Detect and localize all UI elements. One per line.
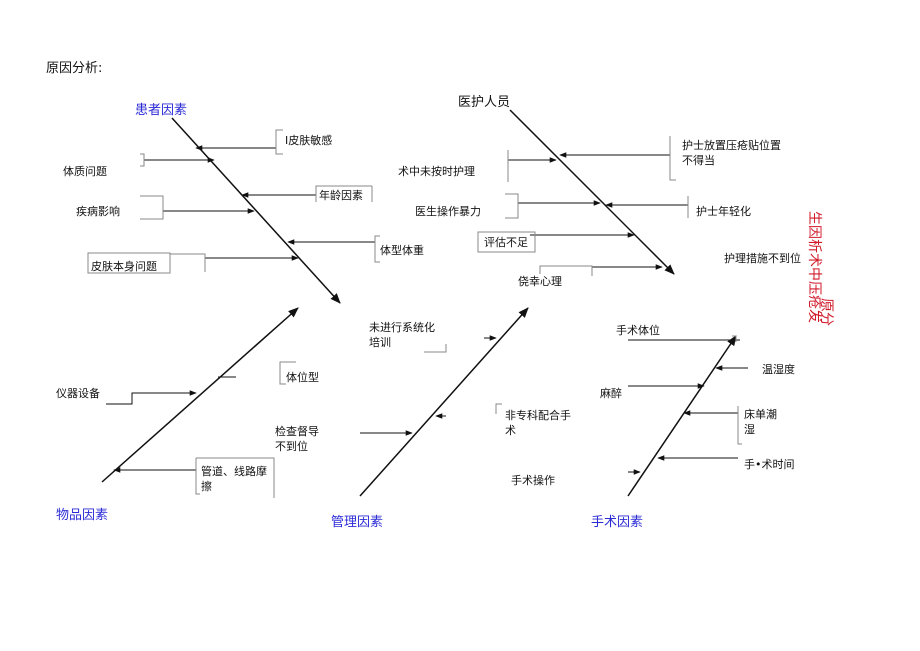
box-specialist — [495, 403, 502, 414]
category-nurse: 医护人员 — [458, 95, 511, 110]
box-tubing — [195, 457, 275, 498]
box-pad-position — [669, 136, 676, 181]
cause-body-weight: 体型体重 — [380, 244, 424, 257]
box-rough-operation — [505, 193, 519, 219]
cause-constitution: 体质问题 — [63, 165, 107, 178]
cause-bed-sheet: 床单潮湿 — [744, 408, 777, 436]
management-spine — [359, 307, 529, 497]
category-management: 管理因素 — [331, 515, 384, 530]
cause-skin-problem: 皮肤本身问题 — [91, 260, 157, 273]
box-skin-sensitive — [275, 129, 283, 155]
cause-equipment: 仪器设备 — [56, 387, 100, 400]
cause-tubing: 管道、线路摩擦 — [201, 465, 267, 493]
box-disease — [140, 195, 164, 220]
cause-luck: 侥幸心理 — [518, 275, 562, 288]
cause-surgical-operation: 手术操作 — [511, 474, 555, 487]
box-skin-problem-tail — [170, 253, 206, 272]
cause-rough-operation: 医生操作暴力 — [415, 205, 481, 218]
cause-anesthesia: 麻醉 — [600, 387, 622, 400]
category-surgery: 手术因素 — [591, 515, 644, 530]
cause-pad-position: 护士放置压疮贴位置不得当 — [682, 139, 781, 167]
cause-inspection: 检查督导不到位 — [275, 425, 319, 453]
cause-measures: 护理措施不到位 — [724, 252, 801, 265]
cause-body-position-type: 体位型 — [286, 371, 319, 384]
material-branch-1 — [106, 390, 197, 405]
nurse-spine — [509, 109, 675, 275]
box-position — [732, 335, 737, 342]
surgery-spine — [627, 335, 737, 497]
cause-evaluation: 评估不足 — [484, 236, 528, 249]
box-skin-problem — [87, 252, 171, 274]
cause-training: 未进行系统化培训 — [369, 321, 435, 349]
cause-position: 手术体位 — [616, 324, 660, 337]
category-material: 物品因素 — [56, 508, 109, 523]
box-bed-sheet — [737, 406, 742, 445]
box-luck — [539, 265, 593, 276]
cause-specialist: 非专科配合手术 — [505, 409, 571, 437]
cause-disease: 疾病影响 — [76, 205, 120, 218]
box-constitution — [140, 153, 145, 167]
side-title-line2: 原分 — [818, 298, 834, 326]
cause-duration: 手•术时间 — [744, 458, 795, 471]
box-training — [424, 344, 447, 353]
cause-temp-humidity: 温湿度 — [762, 363, 795, 376]
page-title: 原因分析: — [46, 61, 103, 76]
cause-age: 年龄因素 — [319, 189, 363, 202]
cause-skin-sensitive: I皮肤敏感 — [285, 134, 333, 147]
box-evaluation — [477, 231, 536, 253]
category-patient: 患者因素 — [135, 103, 188, 118]
material-spine — [101, 307, 299, 483]
cause-young-nurse: 护士年轻化 — [696, 205, 751, 218]
box-body-weight — [374, 235, 380, 263]
box-body-position-type — [279, 361, 296, 385]
cause-intraop-care: 术中未按时护理 — [398, 165, 475, 178]
box-age — [315, 185, 373, 202]
